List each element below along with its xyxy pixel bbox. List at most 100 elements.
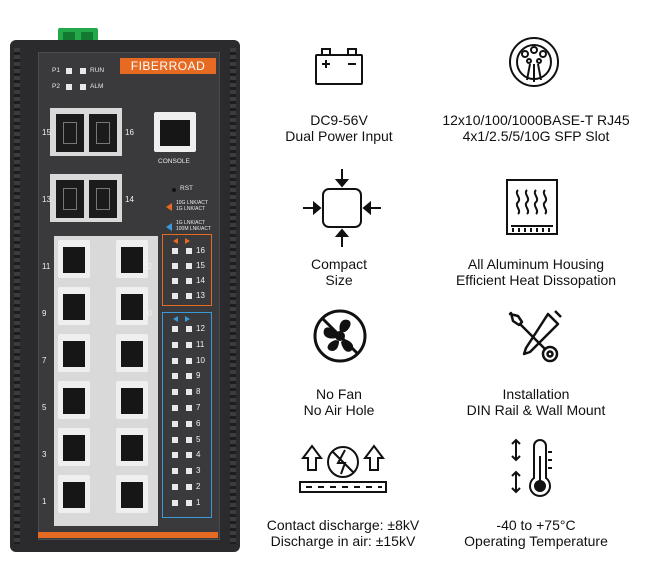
port-led bbox=[172, 484, 178, 490]
sfp-port bbox=[88, 179, 118, 219]
port-number: 10 bbox=[143, 309, 152, 318]
led-run bbox=[80, 68, 86, 74]
led-number: 14 bbox=[196, 276, 205, 285]
led-arrow-left bbox=[173, 316, 178, 322]
port-number: 12 bbox=[143, 262, 152, 271]
sfp-port bbox=[55, 113, 85, 153]
left-grip bbox=[14, 48, 20, 544]
port-led bbox=[172, 248, 178, 254]
port-led bbox=[172, 293, 178, 299]
led-number: 3 bbox=[196, 466, 201, 476]
led-number: 10 bbox=[196, 355, 205, 365]
port-led bbox=[172, 389, 178, 396]
heat-icon bbox=[505, 178, 559, 241]
port-led bbox=[172, 278, 178, 284]
port-led bbox=[186, 436, 192, 443]
sfp-port bbox=[55, 179, 85, 219]
feature-power-line1: DC9-56V bbox=[310, 112, 368, 128]
port-led bbox=[172, 357, 178, 364]
feature-size-line2: Size bbox=[325, 272, 353, 288]
led-label-alm: ALM bbox=[90, 83, 104, 90]
led-number: 7 bbox=[196, 403, 201, 412]
feature-size: Compact Size bbox=[234, 256, 444, 288]
port-led bbox=[172, 326, 178, 332]
compact-arrows-icon bbox=[302, 168, 382, 253]
bottom-strip bbox=[38, 532, 218, 538]
port-led bbox=[186, 278, 192, 284]
rj45-port bbox=[58, 287, 90, 325]
port-led bbox=[172, 468, 178, 475]
led-p1 bbox=[66, 68, 72, 74]
feature-install-line2: DIN Rail & Wall Mount bbox=[466, 402, 606, 418]
led-number: 12 bbox=[196, 324, 205, 333]
led-label-p2: P2 bbox=[52, 83, 60, 90]
brand-label: FIBERROAD bbox=[120, 58, 216, 74]
port-led bbox=[186, 248, 192, 254]
led-number: 9 bbox=[196, 371, 201, 381]
feature-temp-line2: Operating Temperature bbox=[464, 533, 608, 549]
port-led bbox=[172, 420, 178, 427]
port-led bbox=[186, 293, 192, 299]
feature-housing: All Aluminum Housing Efficient Heat Diss… bbox=[430, 256, 642, 288]
led-number: 15 bbox=[196, 261, 205, 270]
led-number: 13 bbox=[196, 291, 205, 300]
port-led bbox=[186, 484, 192, 490]
led-number: 8 bbox=[196, 387, 201, 397]
feature-ports: 12x10/100/1000BASE-T RJ45 4x1/2.5/5/10G … bbox=[430, 112, 642, 144]
port-led bbox=[186, 468, 192, 475]
feature-esd-line2: Discharge in air: ±15kV bbox=[270, 533, 416, 549]
led-label-run: RUN bbox=[90, 67, 105, 74]
led-number: 11 bbox=[196, 339, 205, 349]
rj45-port bbox=[58, 334, 90, 372]
feature-install: Installation DIN Rail & Wall Mount bbox=[430, 386, 642, 418]
port-number: 9 bbox=[42, 309, 47, 318]
feature-power-line2: Dual Power Input bbox=[285, 128, 393, 144]
legend-text: 1G LNK/ACT bbox=[176, 220, 206, 226]
port-led bbox=[186, 373, 192, 380]
feature-esd-line1: Contact discharge: ±8kV bbox=[266, 517, 420, 533]
led-alm bbox=[80, 84, 86, 90]
led-arrow-right bbox=[185, 316, 190, 322]
port-led bbox=[172, 405, 178, 411]
tools-icon bbox=[504, 308, 564, 371]
feature-install-line1: Installation bbox=[502, 386, 570, 402]
port-number: 8 bbox=[143, 356, 148, 365]
led-number: 16 bbox=[196, 246, 205, 255]
legend-text: 100M LNK/ACT bbox=[176, 226, 212, 232]
feature-temp: -40 to +75°C Operating Temperature bbox=[430, 517, 642, 549]
feature-power: DC9-56V Dual Power Input bbox=[234, 112, 444, 144]
port-number: 1 bbox=[42, 497, 47, 506]
led-number: 1 bbox=[196, 497, 201, 507]
port-led bbox=[186, 499, 192, 506]
port-led bbox=[186, 357, 192, 364]
rj45-port bbox=[116, 334, 148, 372]
feature-fan: No Fan No Air Hole bbox=[234, 386, 444, 418]
port-led bbox=[172, 436, 178, 443]
led-p2 bbox=[66, 84, 72, 90]
led-number: 2 bbox=[196, 482, 201, 491]
port-number: 5 bbox=[42, 403, 47, 412]
port-number: 14 bbox=[125, 195, 134, 204]
port-number: 4 bbox=[143, 450, 148, 459]
thermometer-icon bbox=[510, 438, 556, 505]
port-led bbox=[186, 389, 192, 396]
feature-esd: Contact discharge: ±8kV Discharge in air… bbox=[238, 517, 448, 549]
port-number: 15 bbox=[42, 128, 51, 137]
rj45-port bbox=[58, 475, 90, 513]
port-led bbox=[186, 341, 192, 348]
legend-text: 10G LNK/ACT bbox=[176, 200, 208, 206]
rj45-port bbox=[116, 381, 148, 419]
port-led bbox=[186, 326, 192, 332]
rj45-port bbox=[116, 428, 148, 466]
legend-arrow-blue bbox=[166, 223, 172, 231]
rj45-port bbox=[58, 381, 90, 419]
port-led bbox=[172, 499, 178, 506]
battery-icon bbox=[313, 46, 365, 91]
feature-housing-line2: Efficient Heat Dissopation bbox=[455, 272, 617, 288]
port-number: 6 bbox=[143, 403, 148, 412]
surge-protection-icon bbox=[296, 440, 390, 503]
port-led bbox=[186, 263, 192, 269]
rj45-port bbox=[58, 240, 90, 278]
port-number: 7 bbox=[42, 356, 47, 365]
switch-device: FIBERROAD P1 RUN P2 ALM 15 16 13 14 CONS… bbox=[0, 0, 250, 582]
